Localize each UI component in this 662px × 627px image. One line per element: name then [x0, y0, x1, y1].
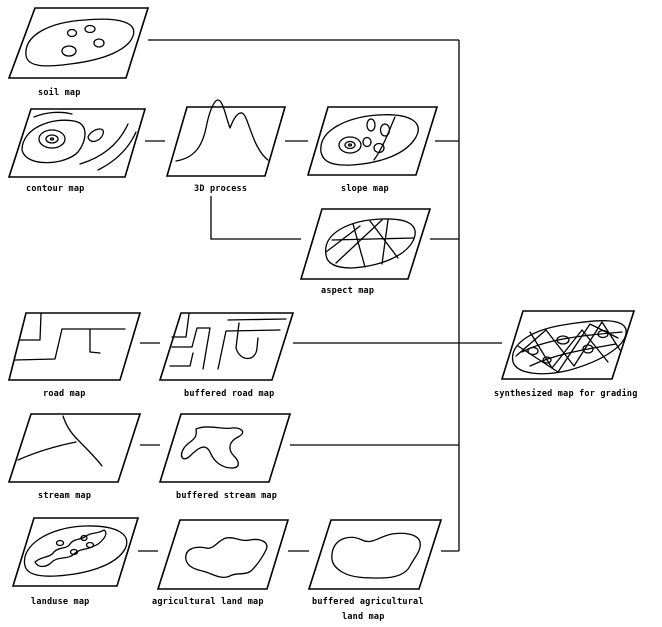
- stream-map-label: stream map: [38, 491, 92, 501]
- slope-map-panel: [308, 107, 437, 175]
- contour-map-panel: [9, 109, 145, 177]
- buffered-agricultural-label-line2: land map: [342, 612, 385, 622]
- landuse-map-label: landuse map: [31, 597, 90, 607]
- flow-connectors: [138, 40, 502, 551]
- buffered-stream-map-label: buffered stream map: [176, 491, 278, 501]
- buffered-agricultural-label-line1: buffered agricultural: [312, 597, 424, 607]
- buffered-stream-map-panel: [160, 414, 290, 482]
- 3d-process-panel: [167, 100, 285, 176]
- aspect-map-panel: [301, 209, 430, 279]
- stream-map-panel: [9, 414, 140, 482]
- buffered-road-map-label: buffered road map: [184, 389, 275, 399]
- buffered-agricultural-land-map-panel: [309, 520, 441, 589]
- contour-map-label: contour map: [26, 184, 85, 194]
- road-map-panel: [9, 313, 140, 380]
- road-map-label: road map: [43, 389, 86, 399]
- soil-map-panel: [9, 8, 148, 78]
- aspect-map-label: aspect map: [321, 286, 375, 296]
- connector-3d-to-aspect: [211, 196, 301, 239]
- 3d-process-label: 3D process: [194, 184, 248, 194]
- slope-map-label: slope map: [341, 184, 389, 194]
- agricultural-land-map-panel: [158, 520, 288, 589]
- agricultural-land-map-label: agricultural land map: [152, 597, 264, 607]
- synthesized-map-panel: [502, 311, 634, 379]
- buffered-road-map-panel: [160, 313, 293, 380]
- landuse-map-panel: [13, 518, 138, 586]
- synthesized-map-label: synthesized map for grading: [494, 389, 638, 399]
- soil-map-label: soil map: [38, 88, 81, 98]
